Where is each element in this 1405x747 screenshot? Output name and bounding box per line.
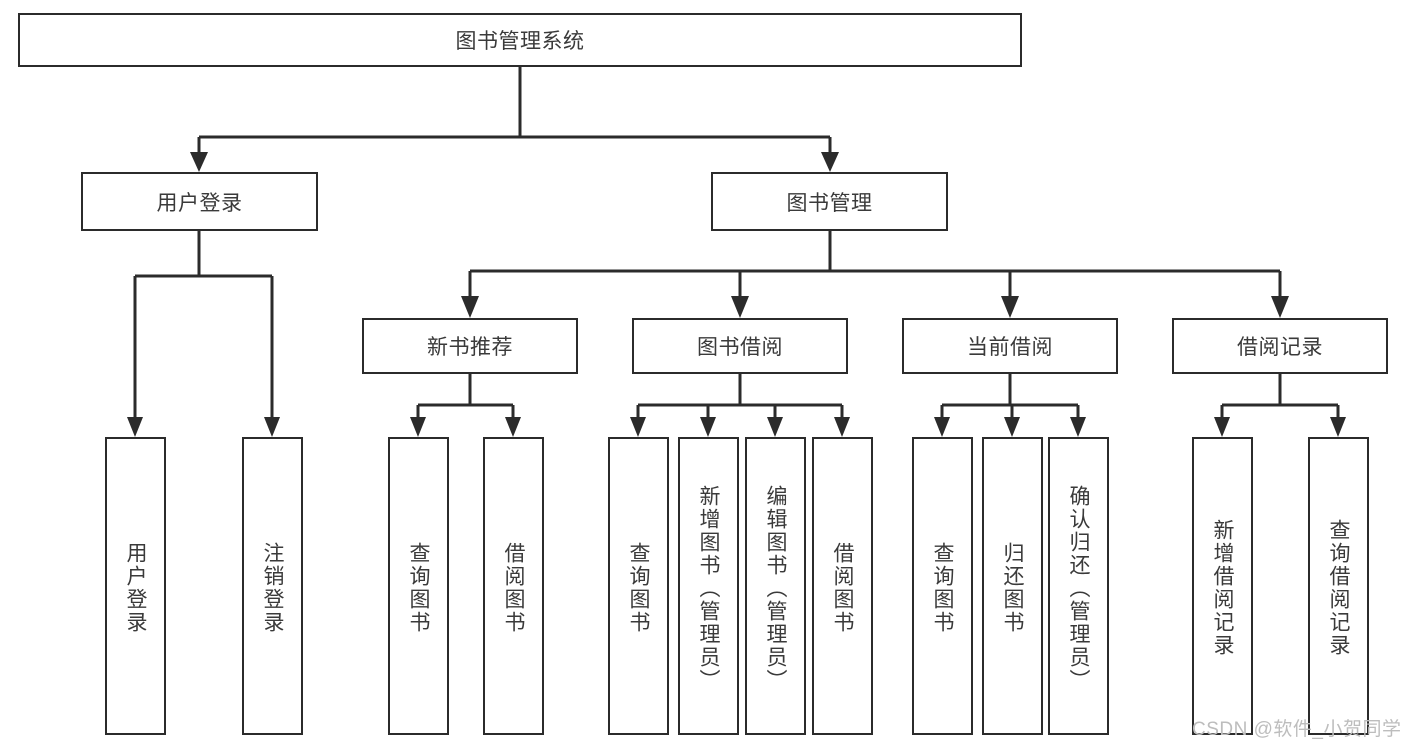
- leaf-return-books-label: 归还图书: [1001, 542, 1024, 634]
- leaf-query-borrow-record-label: 查询借阅记录: [1327, 519, 1350, 657]
- node-book-management-label: 图书管理: [786, 191, 873, 215]
- node-user-login[interactable]: 用户登录: [81, 172, 318, 231]
- leaf-newbook-query-books[interactable]: 查询图书: [388, 437, 449, 735]
- leaf-current-query-books-label: 查询图书: [931, 542, 954, 634]
- leaf-borrow-books-label: 借阅图书: [831, 542, 854, 634]
- node-root-label: 图书管理系统: [455, 30, 585, 53]
- leaf-newbook-borrow-books[interactable]: 借阅图书: [483, 437, 544, 735]
- node-new-book-recommend[interactable]: 新书推荐: [362, 318, 578, 374]
- leaf-borrow-query-books[interactable]: 查询图书: [608, 437, 669, 735]
- leaf-borrow-books[interactable]: 借阅图书: [812, 437, 873, 735]
- leaf-borrow-query-books-label: 查询图书: [627, 542, 650, 634]
- arrowhead-layer: [127, 152, 1346, 437]
- node-current-borrow-label: 当前借阅: [967, 336, 1053, 359]
- node-current-borrow[interactable]: 当前借阅: [902, 318, 1118, 374]
- leaf-newbook-borrow-books-label: 借阅图书: [502, 542, 525, 634]
- leaf-add-borrow-record[interactable]: 新增借阅记录: [1192, 437, 1253, 735]
- leaf-logout[interactable]: 注销登录: [242, 437, 303, 735]
- node-book-borrow-label: 图书借阅: [697, 336, 783, 359]
- leaf-current-query-books[interactable]: 查询图书: [912, 437, 973, 735]
- leaf-user-login[interactable]: 用户登录: [105, 437, 166, 735]
- watermark: CSDN @软件_小贺同学: [1192, 719, 1402, 740]
- leaf-logout-label: 注销登录: [261, 542, 284, 634]
- leaf-add-book-admin-label: 新增图书（管理员）: [697, 484, 720, 692]
- node-borrow-record-label: 借阅记录: [1237, 336, 1323, 359]
- leaf-newbook-query-books-label: 查询图书: [407, 542, 430, 634]
- node-book-management[interactable]: 图书管理: [711, 172, 948, 231]
- node-new-book-recommend-label: 新书推荐: [427, 336, 513, 359]
- leaf-edit-book-admin[interactable]: 编辑图书（管理员）: [745, 437, 806, 735]
- leaf-query-borrow-record[interactable]: 查询借阅记录: [1308, 437, 1369, 735]
- node-borrow-record[interactable]: 借阅记录: [1172, 318, 1388, 374]
- leaf-edit-book-admin-label: 编辑图书（管理员）: [764, 484, 787, 692]
- leaf-confirm-return-admin[interactable]: 确认归还（管理员）: [1048, 437, 1109, 735]
- leaf-add-book-admin[interactable]: 新增图书（管理员）: [678, 437, 739, 735]
- node-book-borrow[interactable]: 图书借阅: [632, 318, 848, 374]
- node-user-login-label: 用户登录: [156, 191, 243, 215]
- leaf-confirm-return-admin-label: 确认归还（管理员）: [1067, 484, 1090, 692]
- node-root[interactable]: 图书管理系统: [18, 13, 1022, 67]
- leaf-user-login-label: 用户登录: [124, 542, 147, 634]
- leaf-return-books[interactable]: 归还图书: [982, 437, 1043, 735]
- leaf-add-borrow-record-label: 新增借阅记录: [1211, 519, 1234, 657]
